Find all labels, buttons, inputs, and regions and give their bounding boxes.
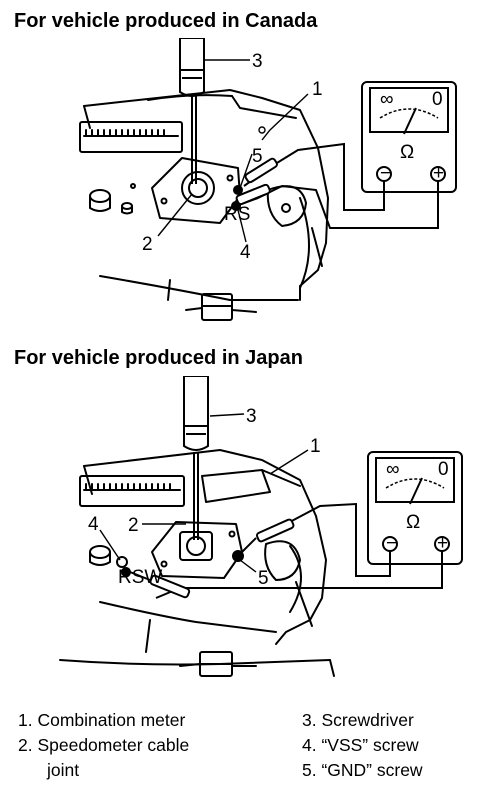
meter-zero-label: 0: [432, 89, 443, 110]
ohmmeter: ∞ 0 Ω − +: [361, 81, 457, 193]
legend-item-speedometer-cable-cont: joint: [47, 760, 80, 780]
japan-callout-4: 4: [88, 514, 99, 535]
meter-ohm-symbol: Ω: [406, 512, 420, 533]
meter-minus-terminal: −: [380, 163, 391, 184]
meter-ohm-symbol: Ω: [400, 142, 414, 163]
canada-rs-marking: RS: [224, 204, 250, 225]
japan-callout-5: 5: [258, 568, 269, 589]
gauge-scale: [79, 121, 183, 153]
canada-callout-3: 3: [252, 51, 263, 72]
bolts: [89, 545, 128, 568]
legend-item-vss-screw: 4. “VSS” screw: [302, 735, 419, 755]
combination-meter-housing: [83, 89, 329, 301]
legend-item-combination-meter: 1. Combination meter: [18, 710, 186, 730]
japan-diagram: ∞ 0 Ω − + 3 1 2 4 5 RSW: [59, 376, 463, 677]
screwdriver: [183, 376, 209, 540]
canada-callout-1: 1: [312, 79, 323, 100]
heading-japan: For vehicle produced in Japan: [14, 347, 303, 369]
canada-diagram: ∞ 0 Ω − + 3 1 5 2 4 RS: [79, 38, 457, 321]
gauge-scale: [79, 475, 185, 507]
meter-minus-terminal: −: [386, 533, 397, 554]
bolts: [89, 183, 136, 215]
meter-infinity-label: ∞: [380, 89, 394, 110]
connector-block: [266, 185, 307, 227]
canada-callout-5: 5: [252, 146, 263, 167]
legend-item-speedometer-cable: 2. Speedometer cable: [18, 735, 190, 755]
ohmmeter: ∞ 0 Ω − +: [367, 451, 463, 565]
heading-canada: For vehicle produced in Canada: [14, 10, 318, 32]
connector-block: [264, 540, 301, 581]
canada-callout-2: 2: [142, 234, 153, 255]
legend-item-screwdriver: 3. Screwdriver: [302, 710, 414, 730]
test-leads: [121, 502, 443, 599]
japan-callout-1: 1: [310, 436, 321, 457]
screwdriver: [179, 38, 205, 184]
japan-callout-2: 2: [128, 515, 139, 536]
harness-connector: [185, 293, 257, 321]
japan-rsw-marking: RSW: [118, 567, 162, 588]
meter-plus-terminal: +: [433, 163, 444, 184]
test-leads: [231, 142, 439, 229]
meter-infinity-label: ∞: [386, 459, 400, 480]
canada-callout-4: 4: [240, 242, 251, 263]
legend-right-column: 3. Screwdriver 4. “VSS” screw 5. “GND” s…: [302, 708, 423, 783]
harness-connector: [179, 651, 257, 677]
meter-zero-label: 0: [438, 459, 449, 480]
meter-plus-terminal: +: [437, 533, 448, 554]
legend-item-gnd-screw: 5. “GND” screw: [302, 760, 423, 780]
leader-lines: [99, 413, 309, 573]
legend-left-column: 1. Combination meter 2. Speedometer cabl…: [18, 708, 189, 783]
japan-callout-3: 3: [246, 406, 257, 427]
leader-lines: [157, 59, 309, 243]
